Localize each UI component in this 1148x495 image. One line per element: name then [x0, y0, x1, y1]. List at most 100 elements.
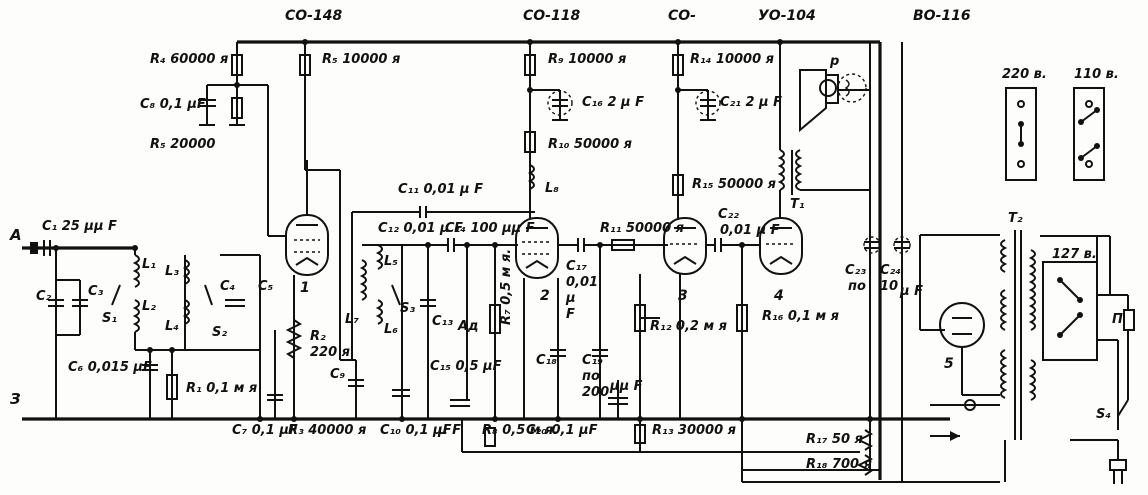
grid-tube2: C₁₄ 100 μμ F Ад R₇ 0,5 м я. C₁₅ 0,5 μF μ…: [400, 221, 558, 452]
label-c22-value: 0,01 μ F: [720, 223, 780, 238]
label-r4: R₄ 60000 я: [150, 52, 228, 67]
label-c18: C₁₈: [536, 353, 557, 368]
label-r8: R₈ 0,5 м я.: [482, 423, 558, 438]
label-c3: C₃: [88, 284, 104, 299]
tube-1: 1: [267, 85, 329, 296]
label-r14: R₁₄ 10000 я: [690, 52, 774, 67]
label-127v: 127 в.: [1052, 247, 1097, 262]
input-tuning: C₂ C₃: [36, 248, 104, 419]
label-r16: R₁₆ 0,1 м я: [762, 309, 839, 324]
interstage-3-4: C₂₂ 0,01 μ F R₁₆ 0,1 м я: [706, 207, 839, 419]
tube1-cathode: R₂ 220 я C₉ C₇ 0,1 μF R₃ 40000 я: [232, 275, 366, 438]
label-c13: C₁₃: [432, 314, 453, 329]
label-r18: R₁₈ 700 я: [806, 457, 872, 472]
label-c19: C₁₉: [582, 353, 603, 368]
tube-number-1: 1: [300, 280, 310, 296]
label-c24: C₂₄: [880, 263, 901, 278]
label-l4: L₄: [165, 319, 179, 334]
label-r5b: R₅ 20000: [150, 137, 215, 152]
panel-220v: 220 в.: [1002, 67, 1047, 181]
label-c21: C₂₁ 2 μ F: [720, 95, 782, 110]
label-r10: R₁₀ 50000 я: [548, 137, 632, 152]
label-r2-value: 220 я: [310, 345, 350, 360]
label-c23-v: по: [848, 279, 866, 294]
coil-l1-l2: L₁ L₂ S₁: [102, 248, 156, 350]
label-c17-mu: μ: [565, 291, 576, 306]
label-c17: C₁₇: [566, 259, 587, 274]
label-c19-v: по: [582, 369, 600, 384]
label-c14: C₁₄ 100 μμ F: [445, 221, 535, 236]
label-c20b: μμ F: [609, 379, 643, 394]
filter-caps: C₂₃ по C₂₄ 10 μ F R₁₇ 50 я R₁₈ 700 я: [806, 42, 923, 482]
label-t2: T₂: [1008, 211, 1023, 226]
tube-label-1: СО-148: [285, 8, 342, 24]
tube-label-2: СО-118: [523, 8, 580, 24]
label-l6: L₆: [384, 322, 398, 337]
label-s3: S₃: [400, 301, 415, 316]
label-l2: L₂: [142, 299, 156, 314]
ground-rail: [22, 417, 1000, 483]
label-c17-value: 0,01: [566, 275, 598, 290]
tube-4: 4 T₁: [759, 42, 805, 304]
label-c2: C₂: [36, 289, 52, 304]
label-c10b: μ F: [437, 423, 461, 438]
label-c15: C₁₅ 0,5 μF: [430, 359, 502, 374]
speaker: р: [799, 54, 871, 191]
junction-dots: [53, 39, 873, 422]
label-r9: R₉ 10000 я: [548, 52, 626, 67]
label-c20: C₂₀ 0,1 μF: [526, 423, 598, 438]
label-c9: C₉: [330, 367, 346, 382]
label-switch-p: П: [1112, 312, 1123, 327]
c13: C₁₃: [420, 245, 453, 419]
label-c6: C₆ 0,015 μF: [68, 360, 152, 375]
label-c19-w: 200: [582, 385, 609, 400]
interstage-2-3: R₁₁ 50000 я C₁₇ 0,01 μ F C₁₉ по 200 μμ F…: [526, 221, 684, 438]
antenna-terminal: А: [9, 226, 22, 244]
label-r5: R₅ 10000 я: [322, 52, 400, 67]
label-c8: C₈ 0,1 μF: [140, 97, 206, 112]
label-l8: L₈: [545, 181, 559, 196]
bias-network: R₄ 60000 я C₈ 0,1 μF R₅ 20000 R₅ 10000 я: [140, 42, 400, 360]
tube-label-3: СО-: [668, 8, 696, 24]
label-c1: C₁ 25 μμ F: [42, 219, 117, 234]
label-ad: Ад: [457, 319, 479, 334]
label-r7: R₇ 0,5 м я.: [499, 249, 514, 325]
label-r3: R₃ 40000 я: [288, 423, 366, 438]
label-220v: 220 в.: [1002, 67, 1047, 82]
tube-label-5: ВО-116: [913, 8, 971, 24]
label-c24-v: 10: [880, 279, 898, 294]
panel-110v: 110 в.: [1073, 67, 1119, 181]
tube-number-3: 3: [678, 288, 688, 304]
label-s2: S₂: [212, 325, 227, 340]
c6-r1: C₆ 0,015 μF R₁ 0,1 м я: [68, 350, 257, 419]
label-r17: R₁₇ 50 я: [806, 432, 863, 447]
label-r12: R₁₂ 0,2 м я: [650, 319, 727, 334]
label-c7: C₇ 0,1 μF: [232, 423, 298, 438]
label-t1: T₁: [790, 197, 805, 212]
label-c11: C₁₁ 0,01 μ F: [398, 182, 483, 197]
coil-l3-l4: L₃ L₄ S₂: [135, 255, 260, 351]
label-l1: L₁: [142, 257, 156, 272]
label-switch-s4: S₄: [1096, 407, 1111, 422]
label-c17-f: F: [566, 307, 575, 322]
label-c22: C₂₂: [718, 207, 739, 222]
ground-terminal: З: [10, 390, 21, 408]
label-c12: C₁₂ 0,01 μ F: [378, 221, 463, 236]
label-r11: R₁₁ 50000 я: [600, 221, 684, 236]
label-l7: L₇: [345, 312, 359, 327]
label-r1: R₁ 0,1 м я: [186, 381, 257, 396]
tube-number-2: 2: [540, 288, 550, 304]
antenna-input: А C₁ 25 μμ F: [9, 219, 135, 256]
label-110v: 110 в.: [1074, 67, 1119, 82]
label-c4: C₄: [220, 279, 236, 294]
label-speaker: р: [829, 54, 839, 69]
coupling-l5-l7: C₁₁ 0,01 μ F L₇ L₅ L₆ S₃ C₁₂ 0,01 μ F C₁…: [345, 182, 535, 438]
tuning-c4-c5: C₄ C₅: [220, 254, 274, 419]
label-r2: R₂: [310, 329, 326, 344]
label-c24-mf: μ F: [899, 284, 923, 299]
label-l3: L₃: [165, 264, 179, 279]
label-c10: C₁₀ 0,1 μF: [380, 423, 452, 438]
b-plus-rail: [237, 40, 882, 480]
